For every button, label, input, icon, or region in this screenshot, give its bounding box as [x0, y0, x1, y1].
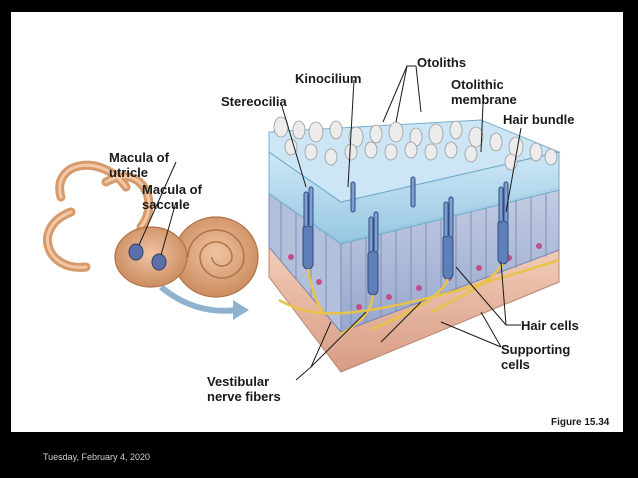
label-otolithic-membrane: Otolithic membrane [451, 77, 517, 107]
slide-canvas: Otoliths Kinocilium Otolithic membrane S… [11, 12, 623, 432]
vestibular-nerve-fibers [278, 258, 560, 336]
label-macula-of-utricle: Macula of utricle [109, 150, 169, 180]
figure-caption: Figure 15.34 [551, 417, 610, 428]
footer-date: Tuesday, February 4, 2020 [43, 452, 151, 462]
hair-cells [302, 218, 509, 296]
otoliths-crystals [273, 116, 558, 171]
leader-lines [138, 65, 522, 381]
stereocilia-bundles [303, 176, 509, 253]
vestibule [114, 226, 188, 288]
utricle-macula [128, 243, 144, 261]
macula-block [268, 116, 561, 373]
label-stereocilia: Stereocilia [221, 94, 287, 109]
label-hair-cells: Hair cells [521, 318, 579, 333]
label-vestibular-nerve-fibers: Vestibular nerve fibers [207, 374, 281, 404]
label-otoliths: Otoliths [417, 55, 467, 70]
zoom-arrow [159, 284, 237, 314]
label-supporting-cells: Supporting cells [501, 342, 571, 372]
inner-ear-illustration [43, 160, 259, 320]
label-macula-of-saccule: Macula of saccule [142, 182, 202, 212]
saccule-macula [151, 253, 167, 271]
vestibular-macula-diagram [43, 65, 561, 381]
label-hair-bundle: Hair bundle [503, 112, 575, 127]
label-kinocilium: Kinocilium [295, 71, 362, 86]
